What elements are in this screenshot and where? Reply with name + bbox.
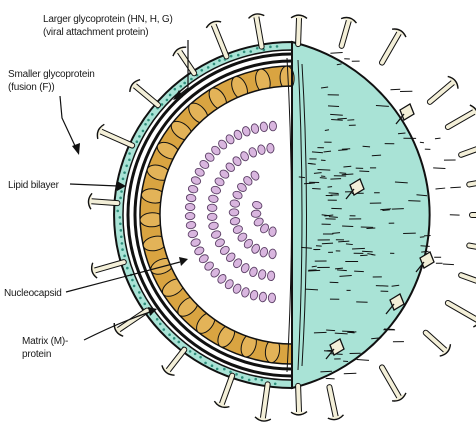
label-smaller-glycoprotein-line1: Smaller glycoprotein [8, 69, 95, 80]
glycoprotein-spike [448, 112, 474, 127]
glycoprotein-spike-head [291, 15, 307, 18]
glycoprotein-spike [426, 333, 445, 350]
label-matrix-protein-line2: protein [22, 349, 51, 360]
glycoprotein-spike [214, 25, 227, 57]
glycoprotein-spike [119, 311, 147, 330]
label-larger-glycoprotein-line1: Larger glycoprotein (HN, H, G) [43, 14, 173, 25]
glycoprotein-spike [382, 33, 399, 62]
leader-smaller-glycoprotein [60, 96, 76, 148]
glycoprotein-spike [298, 18, 299, 44]
glycoprotein-spike [168, 350, 184, 370]
glycoprotein-spike [430, 83, 453, 102]
glycoprotein-spike [382, 367, 399, 396]
glycoprotein-spike [298, 386, 299, 412]
nucleocapsid-bead [207, 213, 217, 221]
glycoprotein-spike-head [291, 412, 307, 415]
glycoprotein-spike [222, 376, 232, 404]
nucleocapsid-bead [267, 271, 275, 281]
arrow-smaller-glycoprotein [72, 143, 80, 155]
glycoprotein-spike [91, 201, 117, 203]
glycoprotein-spike [135, 86, 158, 105]
label-smaller-glycoprotein-line2: (fusion (F)) [8, 82, 55, 93]
nucleocapsid-bead [266, 143, 274, 153]
glycoprotein-spike [101, 132, 132, 146]
nucleocapsid-bead [269, 249, 277, 259]
label-matrix-protein-line1: Matrix (M)- [22, 336, 68, 347]
label-larger-glycoprotein-line2: (viral attachment protein) [43, 27, 148, 38]
glycoprotein-spike [448, 303, 476, 320]
glycoprotein-spike [256, 17, 261, 47]
nucleocapsid-bead [185, 212, 195, 220]
glycoprotein-spike [180, 52, 195, 74]
glycoprotein-spike [263, 384, 268, 418]
nucleocapsid-bead [229, 209, 239, 216]
label-larger-glycoprotein: Larger glycoprotein (HN, H, G) (viral at… [43, 14, 188, 100]
leader-lipid-bilayer [70, 184, 118, 186]
nucleocapsid-bead [185, 203, 195, 211]
label-lipid-bilayer: Lipid bilayer [8, 180, 126, 191]
nucleocapsid-bead [207, 204, 217, 212]
nucleocapsid-bead [268, 293, 276, 303]
label-smaller-glycoprotein: Smaller glycoprotein (fusion (F)) [8, 69, 95, 155]
label-lipid-bilayer-text: Lipid bilayer [8, 180, 60, 191]
nucleocapsid-bead [269, 121, 277, 131]
label-nucleocapsid-text: Nucleocapsid [4, 288, 62, 299]
nucleocapsid-bead [251, 210, 261, 218]
